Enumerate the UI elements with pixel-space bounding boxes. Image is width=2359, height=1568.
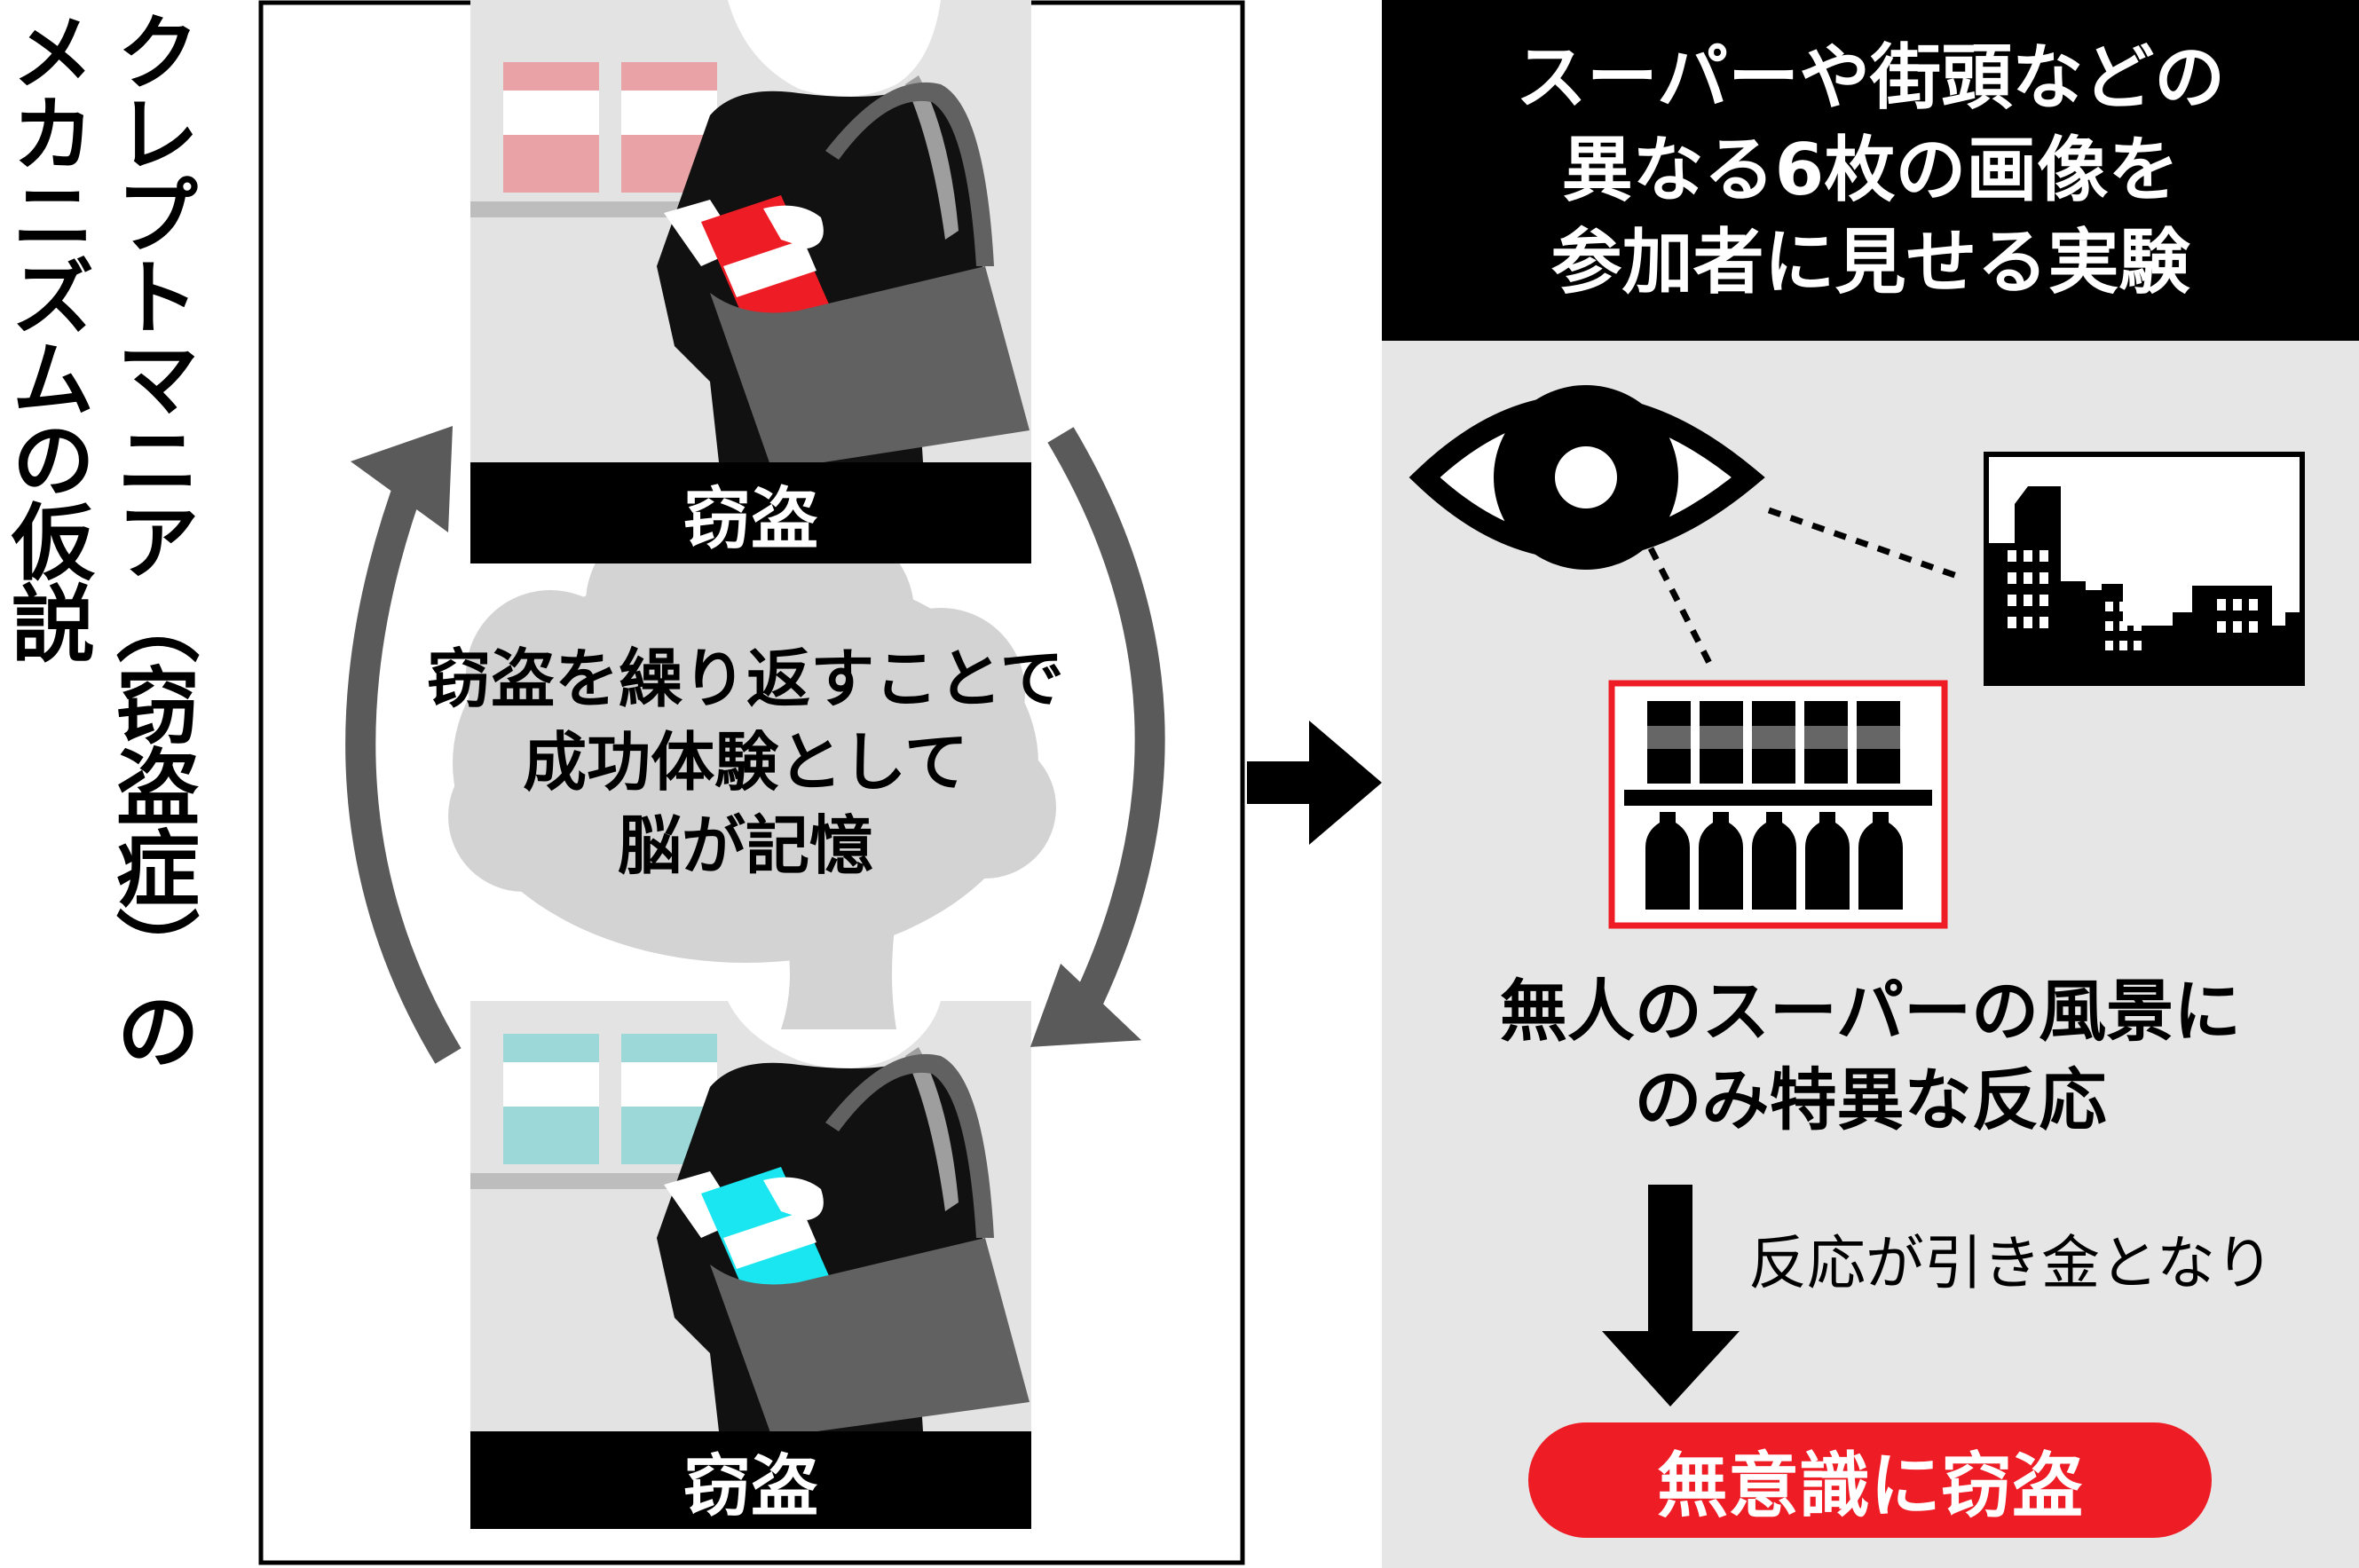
cycle-arrowhead-down <box>1030 963 1142 1047</box>
experiment-header-line-1: スーパーや街頭などの <box>1515 36 2226 119</box>
experiment-header-line-3: 参加者に見せる実験 <box>1550 221 2190 303</box>
shopping-bag-icon <box>710 82 1030 470</box>
experiment-header: スーパーや街頭などの 異なる6枚の画像を 参加者に見せる実験 <box>1382 0 2359 341</box>
city-buildings-icon <box>1984 452 2305 686</box>
theft-label-bottom: 窃盗 <box>470 1431 1031 1529</box>
bottom-shoplifting-scene <box>470 1001 1031 1438</box>
brain-text-line-3: 脳が記憶 <box>617 808 873 883</box>
shelf-top-products <box>1647 701 1900 784</box>
shelf-board <box>1624 790 1932 806</box>
experiment-header-line-2: 異なる6枚の画像を <box>1561 129 2180 211</box>
cycle-arrow-up <box>345 469 462 1064</box>
shopping-bag-icon <box>710 1053 1030 1438</box>
shelf-bottles <box>1645 812 1903 910</box>
top-shoplifting-scene <box>470 0 1031 470</box>
unconscious-theft-badge: 無意識に窃盗 <box>1528 1422 2212 1538</box>
title-line-2: メカニズムの仮説 <box>0 9 94 662</box>
right-arrow-icon <box>1247 721 1382 845</box>
eye-icon <box>1408 385 1765 570</box>
trigger-text: 反応が引き金となり <box>1748 1229 2275 1297</box>
brain-icon <box>448 515 1056 1029</box>
experiment-result-text: 無人のスーパーの風景に のみ特異な反応 <box>1382 967 2359 1145</box>
theft-label-top: 窃盗 <box>470 462 1031 563</box>
viewing-lines <box>1647 507 1961 672</box>
brain-memory-text: 窃盗を繰り返すことで 成功体験として 脳が記憶 <box>355 637 1136 887</box>
cycle-arrows <box>345 426 1165 1064</box>
down-arrow-icon <box>1602 1185 1740 1406</box>
brain-text-line-2: 成功体験として <box>523 725 968 800</box>
cycle-arrow-down <box>1047 427 1165 1010</box>
result-line-2: のみ特異な反応 <box>1634 1060 2107 1139</box>
title-line-1: クレプトマニア（窃盗症）の <box>102 9 199 1070</box>
brain-text-line-1: 窃盗を繰り返すことで <box>427 642 1064 716</box>
cycle-arrowhead-up <box>351 426 453 532</box>
result-line-1: 無人のスーパーの風景に <box>1499 972 2242 1051</box>
supermarket-shelf-icon <box>1608 680 1948 929</box>
